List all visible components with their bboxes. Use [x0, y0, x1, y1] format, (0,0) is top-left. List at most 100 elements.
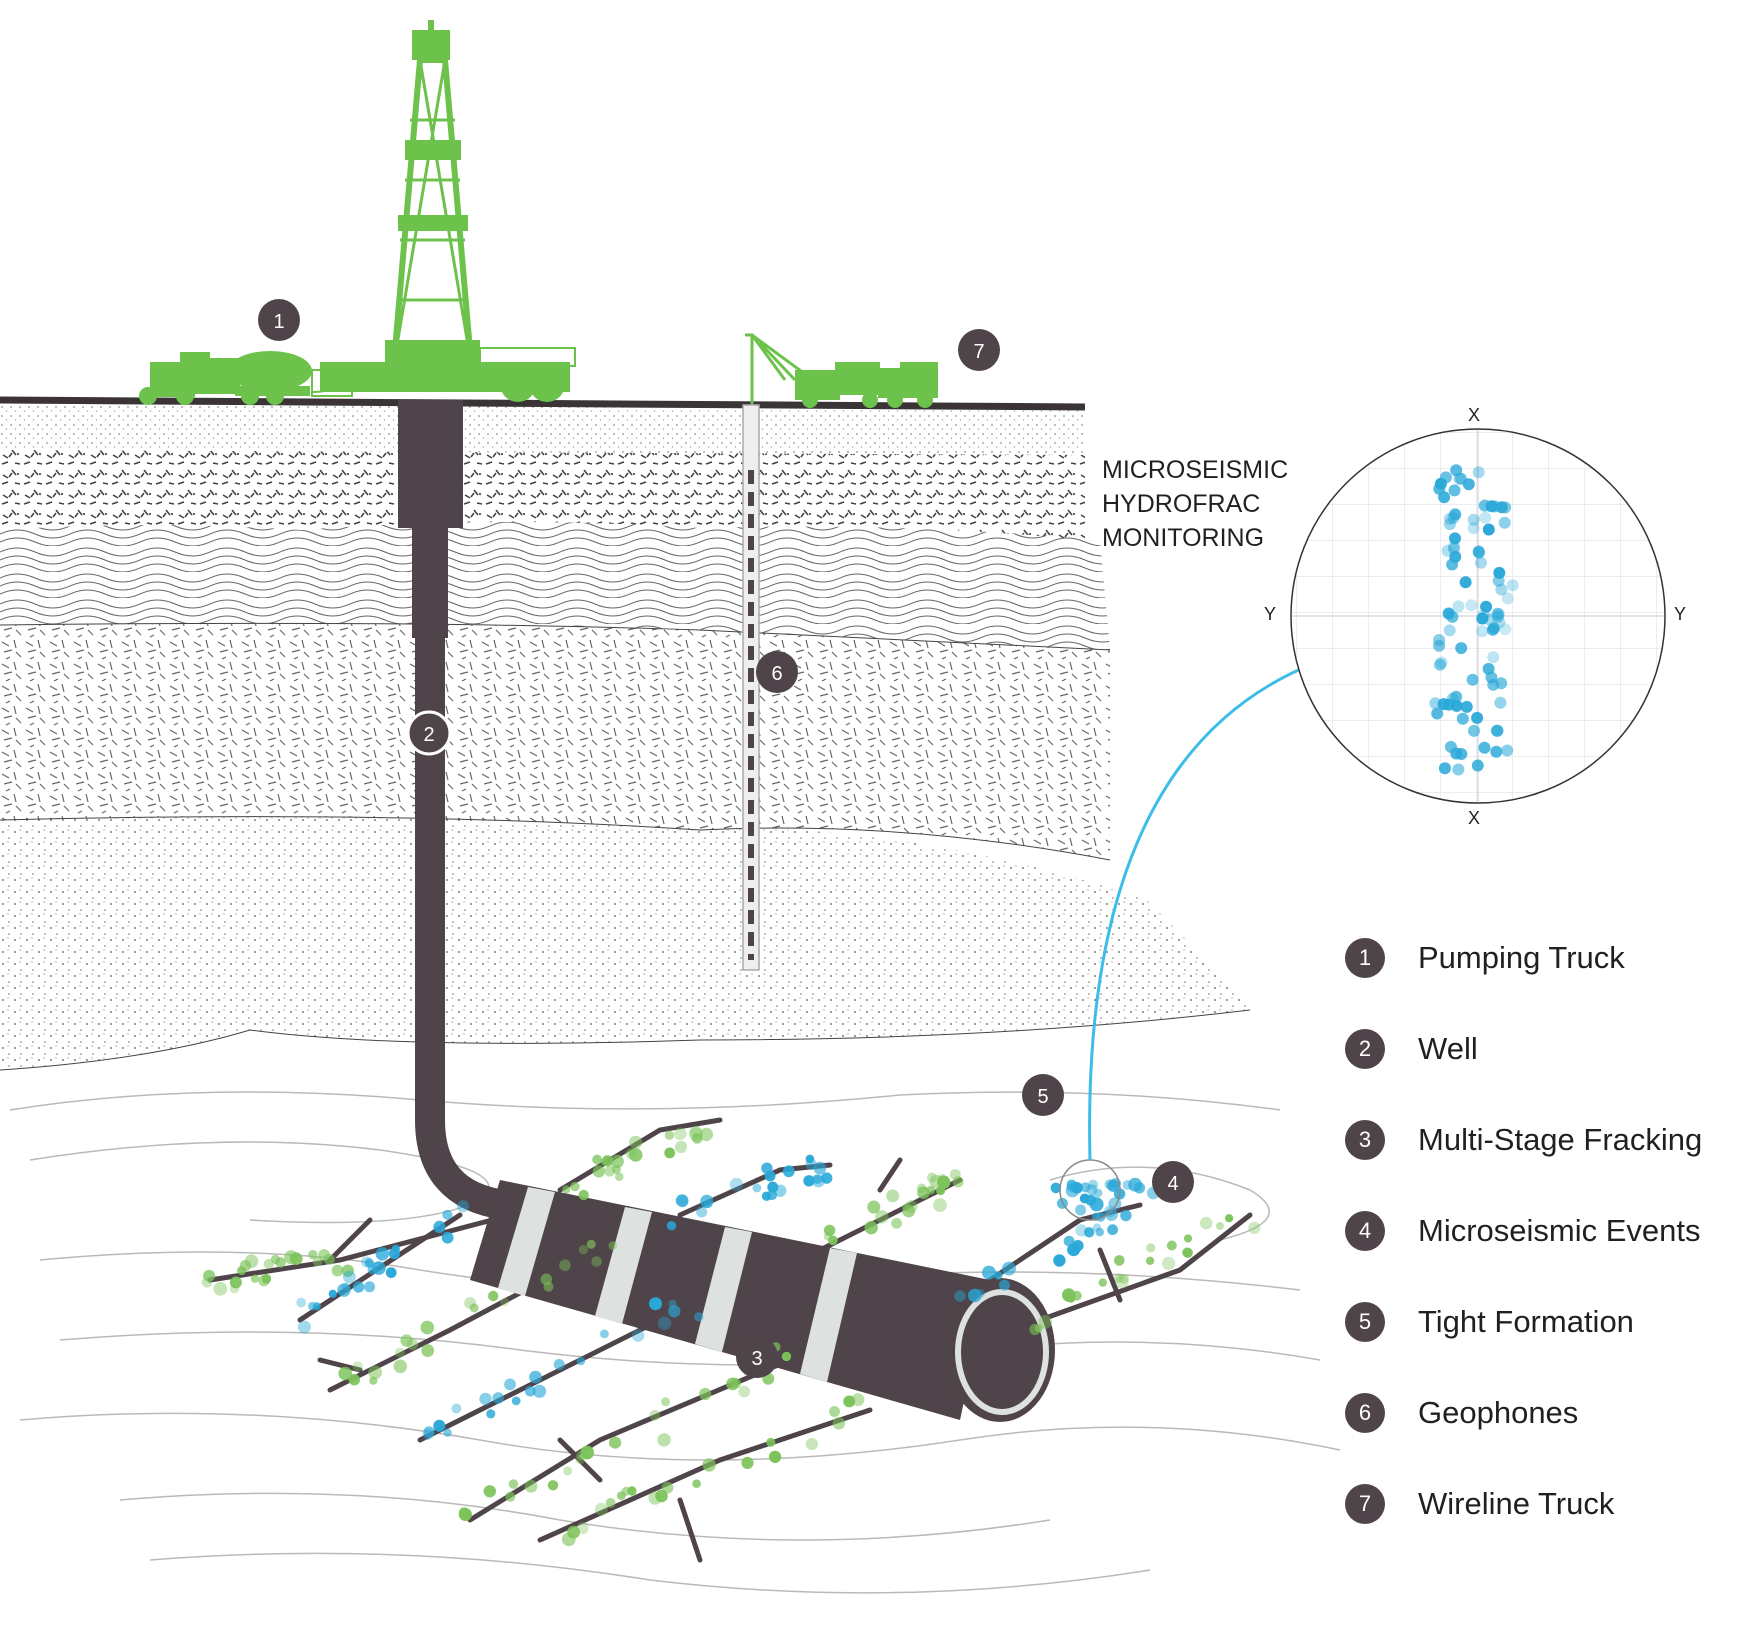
- event-dot: [576, 1522, 589, 1534]
- plot-event-dot: [1476, 612, 1489, 625]
- plot-event-dot: [1476, 625, 1489, 638]
- event-dot: [629, 1135, 643, 1149]
- event-dot: [631, 1329, 645, 1342]
- event-dot: [1034, 1324, 1043, 1333]
- well-bore: [398, 400, 508, 1220]
- event-dot: [886, 1189, 900, 1203]
- event-dot: [343, 1270, 356, 1284]
- callout-2: 2: [406, 710, 452, 756]
- stratum-swirl: [0, 521, 1110, 650]
- event-dot: [505, 1491, 516, 1502]
- event-dot: [805, 1154, 815, 1164]
- event-dot: [782, 1165, 795, 1178]
- callout-6: 6: [756, 651, 798, 693]
- legend-label: Multi-Stage Fracking: [1418, 1121, 1703, 1157]
- event-dot: [421, 1344, 435, 1357]
- event-dot: [1066, 1293, 1076, 1303]
- event-dot: [578, 1245, 588, 1255]
- event-dot: [441, 1231, 454, 1244]
- plot-event-dot: [1455, 642, 1468, 655]
- plot-event-dot: [1452, 600, 1465, 613]
- legend-label: Geophones: [1418, 1394, 1579, 1430]
- event-dot: [1002, 1261, 1016, 1276]
- event-dot: [570, 1181, 580, 1192]
- horizontal-casing: [470, 1180, 1055, 1422]
- plot-event-dot: [1452, 763, 1465, 776]
- event-dot: [592, 1154, 602, 1165]
- plot-event-dot: [1475, 556, 1487, 569]
- event-dot: [674, 1127, 687, 1141]
- event-dot: [237, 1266, 247, 1276]
- event-dot: [1115, 1275, 1129, 1289]
- plot-axis-left: Y: [1264, 604, 1277, 624]
- event-dot: [420, 1320, 435, 1335]
- plot-event-dot: [1442, 698, 1455, 711]
- plot-event-dot: [1446, 558, 1459, 571]
- event-dot: [696, 1206, 708, 1218]
- event-dot: [422, 1428, 434, 1440]
- legend-number: 5: [1345, 1301, 1385, 1342]
- connector-arrow: [1088, 663, 1311, 1161]
- event-dot: [524, 1479, 538, 1493]
- plot-event-dot: [1471, 711, 1484, 724]
- event-dot: [689, 1127, 703, 1141]
- event-dot: [867, 1200, 881, 1214]
- event-dot: [328, 1289, 337, 1298]
- event-dot: [563, 1466, 573, 1476]
- event-dot: [1183, 1234, 1193, 1243]
- plot-event-dot: [1467, 513, 1480, 526]
- event-dot: [933, 1198, 947, 1212]
- event-dot: [927, 1172, 937, 1183]
- event-dot: [936, 1185, 946, 1196]
- event-dot: [649, 1297, 662, 1311]
- event-dot: [674, 1140, 688, 1154]
- event-dot: [337, 1283, 351, 1297]
- event-dot: [648, 1491, 662, 1505]
- event-dot: [261, 1274, 272, 1284]
- event-dot: [1215, 1222, 1224, 1230]
- plot-event-dot: [1472, 466, 1485, 479]
- event-dot: [1079, 1193, 1090, 1204]
- title-line: MONITORING: [1102, 524, 1265, 552]
- event-dot: [905, 1200, 918, 1213]
- plot-event-dot: [1478, 741, 1491, 754]
- event-dot: [1182, 1247, 1193, 1258]
- legend-number: 2: [1345, 1028, 1385, 1069]
- event-dot: [586, 1239, 596, 1249]
- event-dot: [605, 1498, 616, 1508]
- event-dot: [769, 1451, 782, 1463]
- event-dot: [902, 1204, 916, 1218]
- event-dot: [761, 1162, 773, 1174]
- event-dot: [393, 1359, 408, 1374]
- event-dot: [1114, 1273, 1124, 1283]
- geophone-string: [742, 404, 760, 971]
- plot-event-dot: [1498, 516, 1511, 529]
- plot-event-dot: [1471, 759, 1484, 772]
- event-dot: [1199, 1216, 1213, 1230]
- plot-event-dot: [1468, 724, 1480, 737]
- pumping-truck: [139, 351, 336, 405]
- stratum-dotted-top: [0, 405, 1085, 455]
- callout-4: 4: [1152, 1161, 1194, 1203]
- event-dot: [1107, 1224, 1118, 1236]
- event-dot: [1133, 1182, 1146, 1194]
- event-dot: [559, 1259, 571, 1271]
- plot-event-dot: [1494, 696, 1507, 709]
- event-dot: [364, 1281, 376, 1293]
- legend-item-fracking: 3 Multi-Stage Fracking: [1345, 1094, 1735, 1185]
- title-line: MICROSEISMIC: [1102, 456, 1289, 484]
- event-dot: [730, 1377, 742, 1389]
- event-dot: [504, 1378, 516, 1391]
- event-dot: [591, 1256, 602, 1267]
- event-dot: [394, 1347, 405, 1358]
- event-dot: [600, 1329, 609, 1339]
- plot-event-dot: [1449, 532, 1461, 545]
- event-dot: [999, 1279, 1010, 1291]
- event-dot: [290, 1252, 303, 1265]
- plot-event-dot: [1434, 477, 1447, 490]
- event-dot: [649, 1409, 661, 1421]
- plot-event-dot: [1443, 624, 1456, 637]
- legend-label: Tight Formation: [1418, 1303, 1634, 1339]
- event-dot: [766, 1437, 776, 1447]
- event-dot: [400, 1334, 413, 1347]
